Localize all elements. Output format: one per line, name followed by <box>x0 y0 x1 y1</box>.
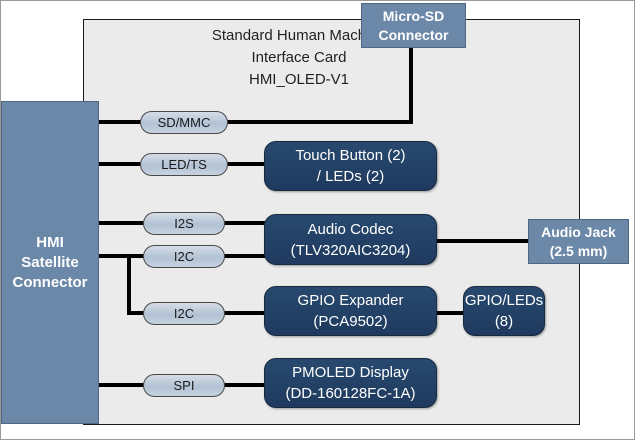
line-gpio-to-leds <box>433 311 467 315</box>
hmi-satellite-connector[interactable]: HMI Satellite Connector <box>1 101 99 424</box>
touch-button-leds-block[interactable]: Touch Button (2) / LEDs (2) <box>264 141 437 191</box>
micro-sd-connector[interactable]: Micro-SD Connector <box>361 3 466 48</box>
gpio-leds-block[interactable]: GPIO/LEDs (8) <box>463 286 545 336</box>
bus-label-i2c-codec[interactable]: I2C <box>143 245 225 268</box>
line-i2c-2-right <box>221 311 267 315</box>
line-ledts-left <box>99 162 144 166</box>
line-sdmmc-right <box>223 120 413 124</box>
bus-label-i2s[interactable]: I2S <box>143 212 225 235</box>
line-i2c-1-right <box>221 254 267 258</box>
line-codec-to-jack <box>433 239 532 243</box>
line-i2s-left <box>99 221 146 225</box>
line-sdmmc-riser <box>409 46 413 124</box>
bus-label-ledts[interactable]: LED/TS <box>140 153 228 176</box>
pmoled-display-block[interactable]: PMOLED Display (DD-160128FC-1A) <box>264 358 437 408</box>
line-i2c-left <box>99 254 146 258</box>
bus-label-i2c-gpio[interactable]: I2C <box>143 302 225 325</box>
card-title: Standard Human Machine Interface Card HM… <box>211 27 387 88</box>
gpio-expander-block[interactable]: GPIO Expander (PCA9502) <box>264 286 437 336</box>
line-i2c-2-left <box>127 311 147 315</box>
bus-label-spi[interactable]: SPI <box>143 374 225 397</box>
line-i2s-right <box>221 221 267 225</box>
line-i2c-branch-vertical <box>127 254 131 314</box>
line-spi-left <box>99 383 146 387</box>
bus-label-sdmmc[interactable]: SD/MMC <box>140 111 228 134</box>
audio-jack-connector[interactable]: Audio Jack (2.5 mm) <box>528 219 629 264</box>
line-spi-right <box>221 383 267 387</box>
audio-codec-block[interactable]: Audio Codec (TLV320AIC3204) <box>264 214 437 265</box>
line-sdmmc-left <box>99 120 144 124</box>
line-ledts-right <box>223 162 267 166</box>
